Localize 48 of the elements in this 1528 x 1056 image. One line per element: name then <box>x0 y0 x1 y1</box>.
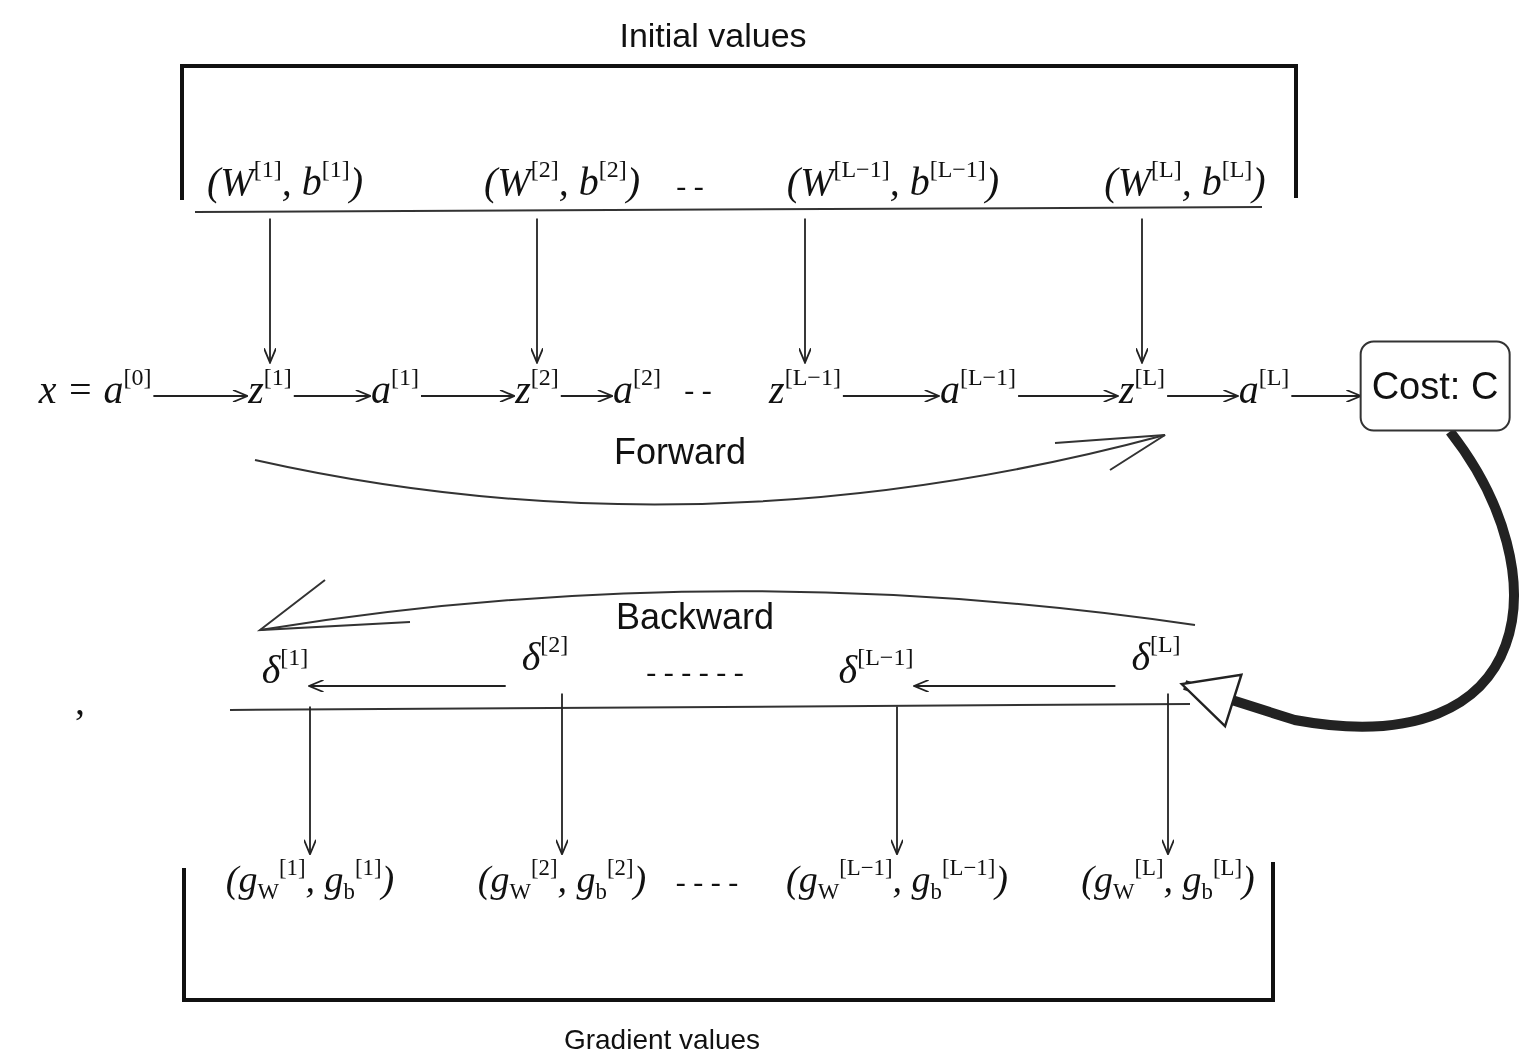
math-term: (W$^{[2]}$, b$^{[2]}$) <box>482 153 642 207</box>
math-term: (W$^{[1]}$, b$^{[1]}$) <box>205 153 365 207</box>
arrow <box>1135 217 1149 364</box>
arrow <box>303 705 317 856</box>
arrow <box>1166 389 1239 403</box>
arrow <box>555 692 569 856</box>
math-term: a$^{[L−1]}$ <box>937 361 1019 415</box>
caption-text: - - - - - - <box>646 655 744 689</box>
caption-text: - - <box>676 169 704 203</box>
arrow <box>530 217 544 364</box>
arrow <box>420 389 516 403</box>
cost-box: Cost: C <box>1359 340 1511 432</box>
arrow <box>263 217 277 364</box>
math-term: z$^{[2]}$ <box>513 361 561 415</box>
caption-text: Gradient values <box>563 1024 761 1056</box>
math-term: (W$^{[L−1]}$, b$^{[L−1]}$) <box>784 153 1002 207</box>
math-term: (g$_{W}$$^{[L−1]}$, g$_{b}$$^{[L−1]}$) <box>784 853 1010 907</box>
arrow <box>1161 692 1175 856</box>
math-term: (g$_{W}$$^{[2]}$, g$_{b}$$^{[2]}$) <box>475 853 649 907</box>
arrow <box>798 217 812 364</box>
caption-text: , <box>75 676 85 724</box>
arrow <box>842 389 940 403</box>
math-term: z$^{[L−1]}$ <box>767 361 843 415</box>
math-term: (g$_{W}$$^{[1]}$, g$_{b}$$^{[1]}$) <box>223 853 397 907</box>
arrow <box>890 705 904 856</box>
caption-text: Forward <box>614 431 746 473</box>
math-term: δ$^{[L−1]}$ <box>836 641 916 695</box>
arrow <box>1017 389 1119 403</box>
caption-text: - - - - <box>675 865 739 899</box>
arrow <box>152 389 249 403</box>
arrow <box>292 389 372 403</box>
caption-text: Initial values <box>619 15 807 55</box>
math-term: z$^{[1]}$ <box>246 361 294 415</box>
math-term: (g$_{W}$$^{[L]}$, g$_{b}$$^{[L]}$) <box>1079 853 1257 907</box>
arrow <box>559 389 614 403</box>
math-term: δ$^{[L]}$ <box>1129 628 1183 682</box>
math-term: δ$^{[2]}$ <box>519 628 571 682</box>
math-term: a$^{[1]}$ <box>369 361 421 415</box>
math-term: a$^{[L]}$ <box>1236 361 1292 415</box>
arrow <box>308 679 507 693</box>
math-term: (W$^{[L]}$, b$^{[L]}$) <box>1102 153 1268 207</box>
math-term: a$^{[2]}$ <box>611 361 663 415</box>
caption-text: Backward <box>615 596 775 638</box>
math-term: z$^{[L]}$ <box>1116 361 1168 415</box>
math-term: δ$^{[1]}$ <box>259 641 311 695</box>
caption-text: - - <box>684 373 712 407</box>
math-term: x = a$^{[0]}$ <box>36 361 154 415</box>
arrow <box>913 679 1117 693</box>
